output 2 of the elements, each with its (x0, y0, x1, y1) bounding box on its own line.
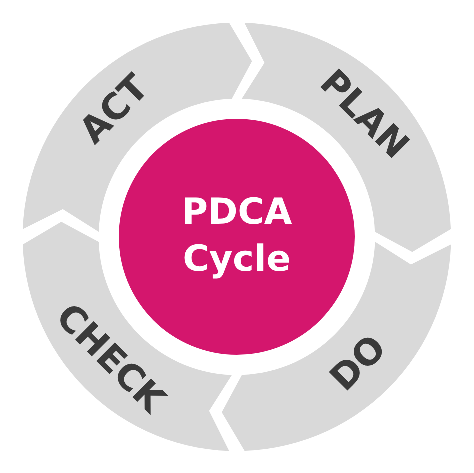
stage-label: DO (325, 329, 394, 398)
cycle-title: PDCA Cycle (180, 191, 294, 282)
